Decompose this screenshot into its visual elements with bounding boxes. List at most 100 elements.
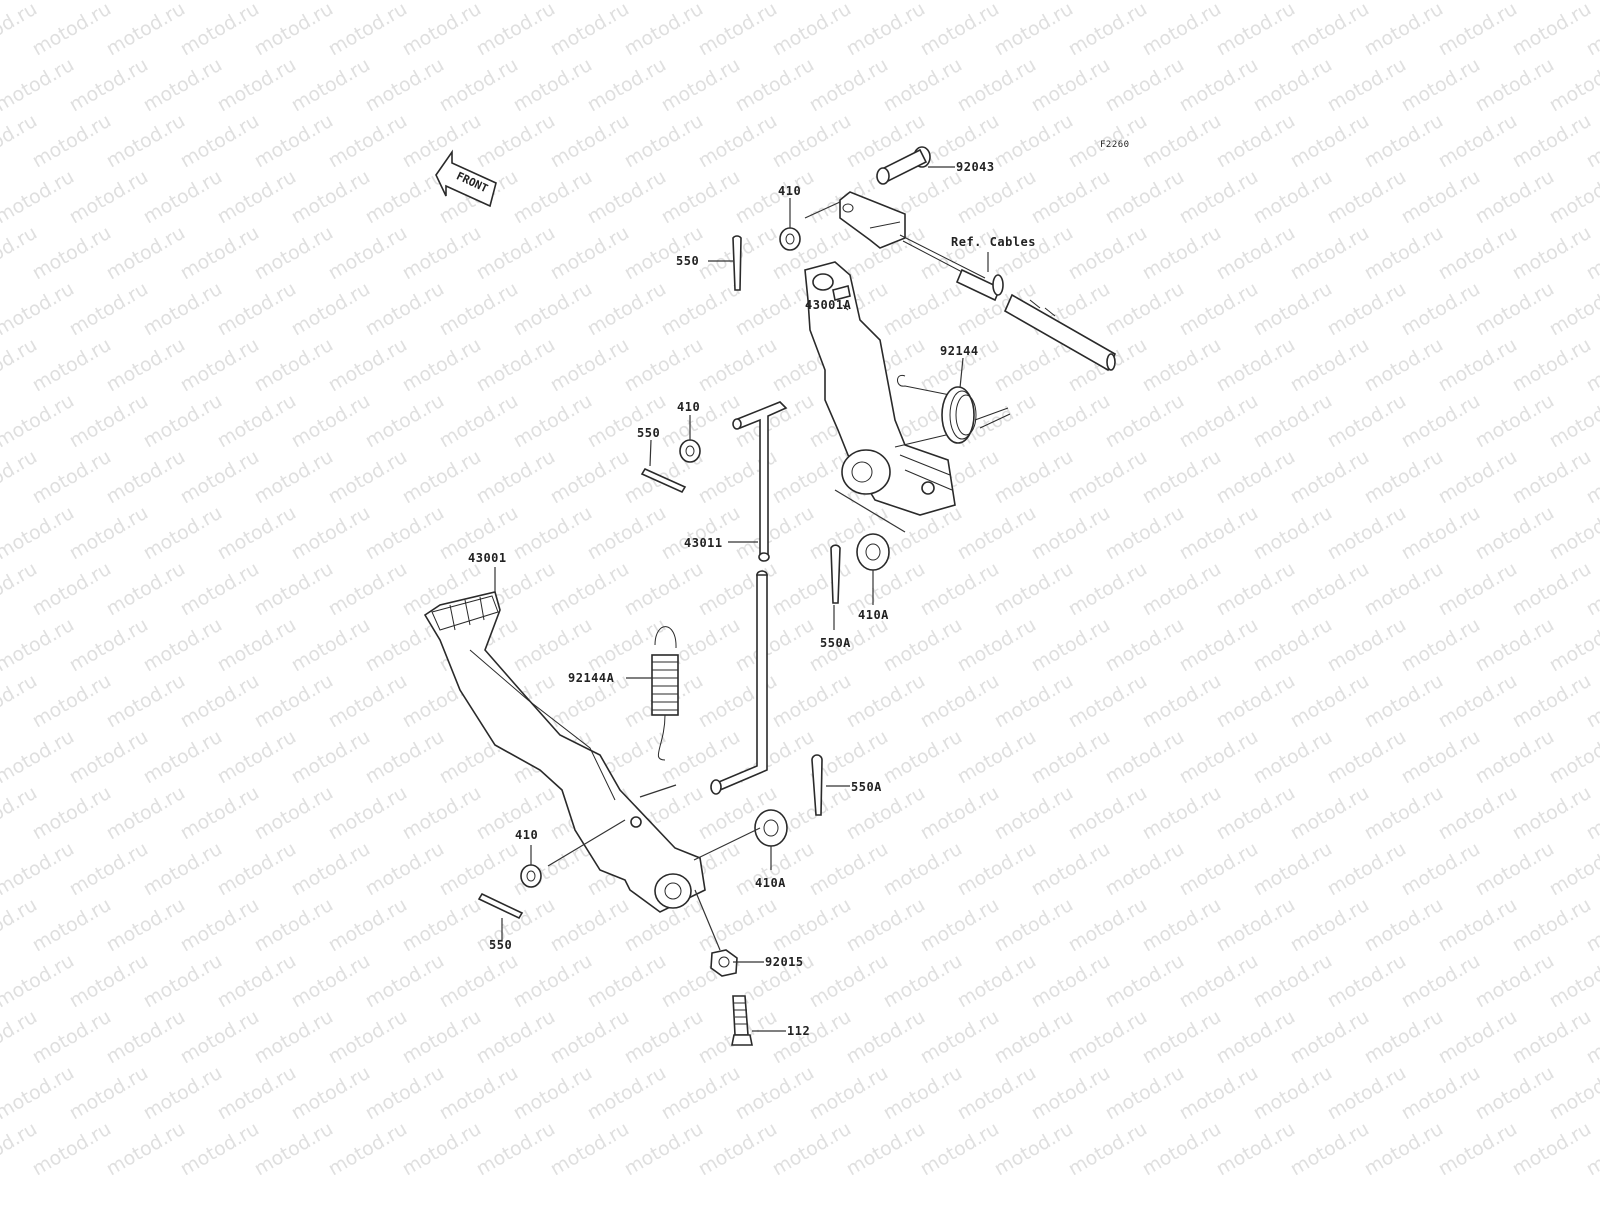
watermark-text: motod.ru <box>29 670 115 733</box>
watermark-text: motod.ru <box>769 558 855 621</box>
watermark-text: motod.ru <box>1287 1118 1373 1181</box>
watermark-text: motod.ru <box>1250 0 1336 4</box>
watermark-text: motod.ru <box>103 446 189 509</box>
watermark-text: motod.ru <box>103 334 189 397</box>
watermark-text: motod.ru <box>1028 950 1114 1013</box>
watermark-text: motod.ru <box>917 1118 1003 1181</box>
watermark-text: motod.ru <box>1398 502 1484 565</box>
watermark-text: motod.ru <box>880 0 966 4</box>
watermark-text: motod.ru <box>214 0 300 4</box>
watermark-text: motod.ru <box>732 0 818 4</box>
watermark-text: motod.ru <box>0 0 78 4</box>
watermark-text: motod.ru <box>140 726 226 789</box>
watermark-text: motod.ru <box>399 782 485 845</box>
watermark-text: motod.ru <box>436 390 522 453</box>
watermark-text: motod.ru <box>954 0 1040 4</box>
watermark-text: motod.ru <box>880 950 966 1013</box>
watermark-text: motod.ru <box>251 222 337 285</box>
watermark-text: motod.ru <box>1102 1062 1188 1125</box>
watermark-text: motod.ru <box>362 1062 448 1125</box>
watermark-text: motod.ru <box>325 670 411 733</box>
watermark-text: motod.ru <box>732 1062 818 1125</box>
watermark-text: motod.ru <box>177 222 263 285</box>
watermark-text: motod.ru <box>1102 614 1188 677</box>
watermark-text: motod.ru <box>510 1062 596 1125</box>
watermark-text: motod.ru <box>1509 1006 1595 1069</box>
callout-43011: 43011 <box>684 536 723 550</box>
watermark-text: motod.ru <box>954 54 1040 117</box>
watermark-text: motod.ru <box>1028 390 1114 453</box>
watermark-text: motod.ru <box>1472 502 1558 565</box>
watermark-text: motod.ru <box>1546 726 1600 789</box>
callout-410A-upper: 410A <box>858 608 889 622</box>
watermark-text: motod.ru <box>1546 950 1600 1013</box>
watermark-text: motod.ru <box>880 1062 966 1125</box>
watermark-text: motod.ru <box>436 54 522 117</box>
watermark-text: motod.ru <box>436 838 522 901</box>
watermark-text: motod.ru <box>917 894 1003 957</box>
watermark-text: motod.ru <box>1102 54 1188 117</box>
watermark-text: motod.ru <box>1065 0 1151 60</box>
watermark-text: motod.ru <box>1213 1006 1299 1069</box>
watermark-text: motod.ru <box>1509 446 1595 509</box>
watermark-text: motod.ru <box>991 222 1077 285</box>
watermark-text: motod.ru <box>880 54 966 117</box>
watermark-text: motod.ru <box>954 838 1040 901</box>
watermark-text: motod.ru <box>177 782 263 845</box>
watermark-text: motod.ru <box>1213 0 1299 60</box>
watermark-text: motod.ru <box>325 0 411 60</box>
callout-410A-lower: 410A <box>755 876 786 890</box>
watermark-text: motod.ru <box>695 0 781 60</box>
watermark-text: motod.ru <box>1546 390 1600 453</box>
watermark-text: motod.ru <box>1398 950 1484 1013</box>
watermark-text: motod.ru <box>1102 0 1188 4</box>
watermark-text: motod.ru <box>1250 726 1336 789</box>
watermark-text: motod.ru <box>954 614 1040 677</box>
watermark-text: motod.ru <box>214 390 300 453</box>
watermark-text: motod.ru <box>510 502 596 565</box>
watermark-text: motod.ru <box>1250 950 1336 1013</box>
watermark-text: motod.ru <box>1546 502 1600 565</box>
watermark-text: motod.ru <box>621 1006 707 1069</box>
watermark-text: motod.ru <box>1065 894 1151 957</box>
watermark-text: motod.ru <box>362 502 448 565</box>
callout-550-mid: 550 <box>637 426 660 440</box>
watermark-text: motod.ru <box>1435 1118 1521 1181</box>
watermark-text: motod.ru <box>436 0 522 4</box>
watermark-text: motod.ru <box>991 446 1077 509</box>
watermark-text: motod.ru <box>251 670 337 733</box>
watermark-text: motod.ru <box>1287 782 1373 845</box>
watermark-text: motod.ru <box>288 950 374 1013</box>
watermark-text: motod.ru <box>1028 726 1114 789</box>
watermark-text: motod.ru <box>1102 726 1188 789</box>
watermark-text: motod.ru <box>1065 670 1151 733</box>
watermark-text: motod.ru <box>214 502 300 565</box>
watermark-text: motod.ru <box>917 670 1003 733</box>
watermark-text: motod.ru <box>325 782 411 845</box>
watermark-text: motod.ru <box>177 0 263 60</box>
watermark-text: motod.ru <box>1287 222 1373 285</box>
watermark-text: motod.ru <box>658 390 744 453</box>
watermark-text: motod.ru <box>1472 0 1558 4</box>
watermark-text: motod.ru <box>29 1006 115 1069</box>
watermark-text: motod.ru <box>251 1118 337 1181</box>
watermark-text: motod.ru <box>1546 278 1600 341</box>
watermark-text: motod.ru <box>806 1062 892 1125</box>
watermark-text: motod.ru <box>473 894 559 957</box>
cotter-pin-550-low <box>479 894 522 918</box>
watermark-text: motod.ru <box>1213 670 1299 733</box>
watermark-text: motod.ru <box>658 54 744 117</box>
diagram-code: F2260 <box>1100 138 1130 152</box>
watermark-text: motod.ru <box>29 110 115 173</box>
watermark-text: motod.ru <box>29 782 115 845</box>
watermark-text: motod.ru <box>1287 558 1373 621</box>
watermark-text: motod.ru <box>510 278 596 341</box>
watermark-text: motod.ru <box>1435 670 1521 733</box>
watermark-text: motod.ru <box>103 1006 189 1069</box>
watermark-text: motod.ru <box>1509 110 1595 173</box>
watermark-text: motod.ru <box>1398 726 1484 789</box>
washer-410-mid <box>680 440 700 462</box>
watermark-text: motod.ru <box>325 334 411 397</box>
watermark-text: motod.ru <box>1176 390 1262 453</box>
